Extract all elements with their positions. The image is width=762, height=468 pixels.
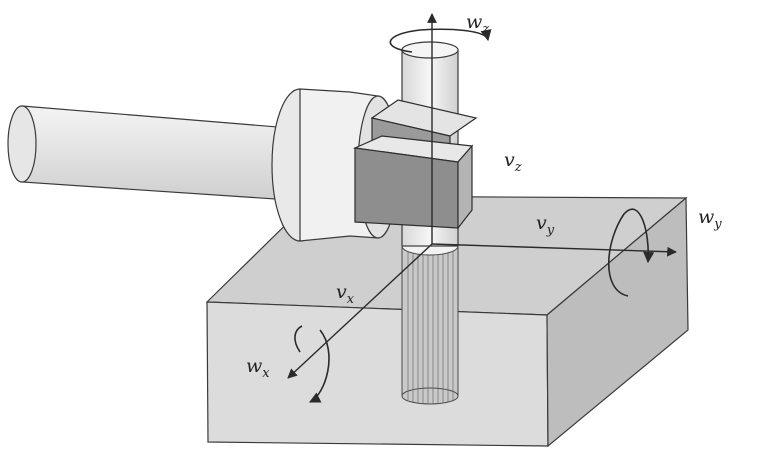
label-vx: vx: [336, 281, 355, 307]
gripper-finger-side: [457, 144, 473, 230]
x-axis-arrow: [287, 243, 433, 379]
hole-cylinder: [401, 236, 459, 405]
robot-wrist: [7, 88, 399, 242]
label-wy: wy: [698, 206, 722, 232]
label-vy: vy: [536, 212, 555, 238]
rotation-z: [389, 28, 492, 53]
rotation-x: [294, 325, 330, 403]
y-axis-arrow: [431, 243, 677, 257]
peg-top: [401, 41, 459, 59]
rotation-y: [608, 208, 655, 297]
gripper-finger-front: [354, 147, 459, 229]
wrist-shaft: [21, 105, 291, 201]
label-vz: vz: [504, 149, 522, 175]
axes: [287, 13, 677, 379]
gripper: [352, 99, 478, 230]
label-wx: wx: [246, 355, 270, 381]
label-wz: wz: [466, 11, 489, 37]
